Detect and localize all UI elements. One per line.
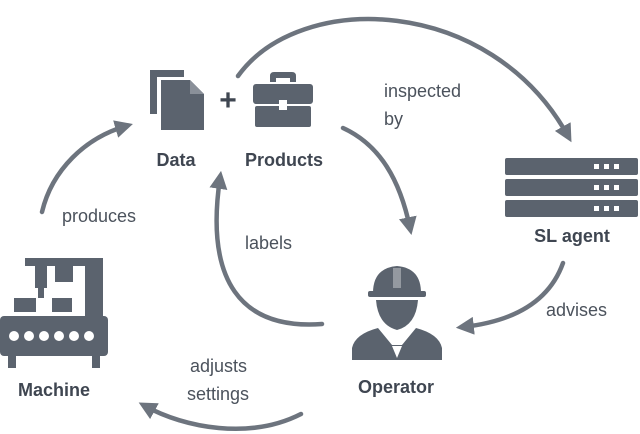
factory-machine-icon <box>0 258 108 368</box>
plus-sign: + <box>219 84 237 117</box>
worker-hardhat-icon <box>352 266 442 360</box>
data-label: Data <box>156 150 196 170</box>
edge-label-advises: advises <box>546 300 607 320</box>
document-icon <box>150 70 204 130</box>
server-rack-icon <box>505 158 638 217</box>
arrow-produces <box>39 120 133 215</box>
arrow-inspected-by <box>235 16 572 143</box>
arrow-advises <box>455 260 566 335</box>
edge-label-inspected: inspected <box>384 81 461 101</box>
edge-label-labels: labels <box>245 233 292 253</box>
edge-label-adjusts: adjusts <box>190 356 247 376</box>
edge-label-by: by <box>384 109 403 129</box>
briefcase-icon <box>253 72 313 127</box>
edge-label-produces: produces <box>62 206 136 226</box>
operator-label: Operator <box>358 377 434 397</box>
arrow-products-to-operator <box>340 125 417 236</box>
sl-agent-label: SL agent <box>534 226 610 246</box>
arrow-adjusts-settings <box>138 402 304 431</box>
products-label: Products <box>245 150 323 170</box>
edge-label-settings: settings <box>187 384 249 404</box>
arrow-labels <box>209 170 325 327</box>
machine-label: Machine <box>18 380 90 400</box>
